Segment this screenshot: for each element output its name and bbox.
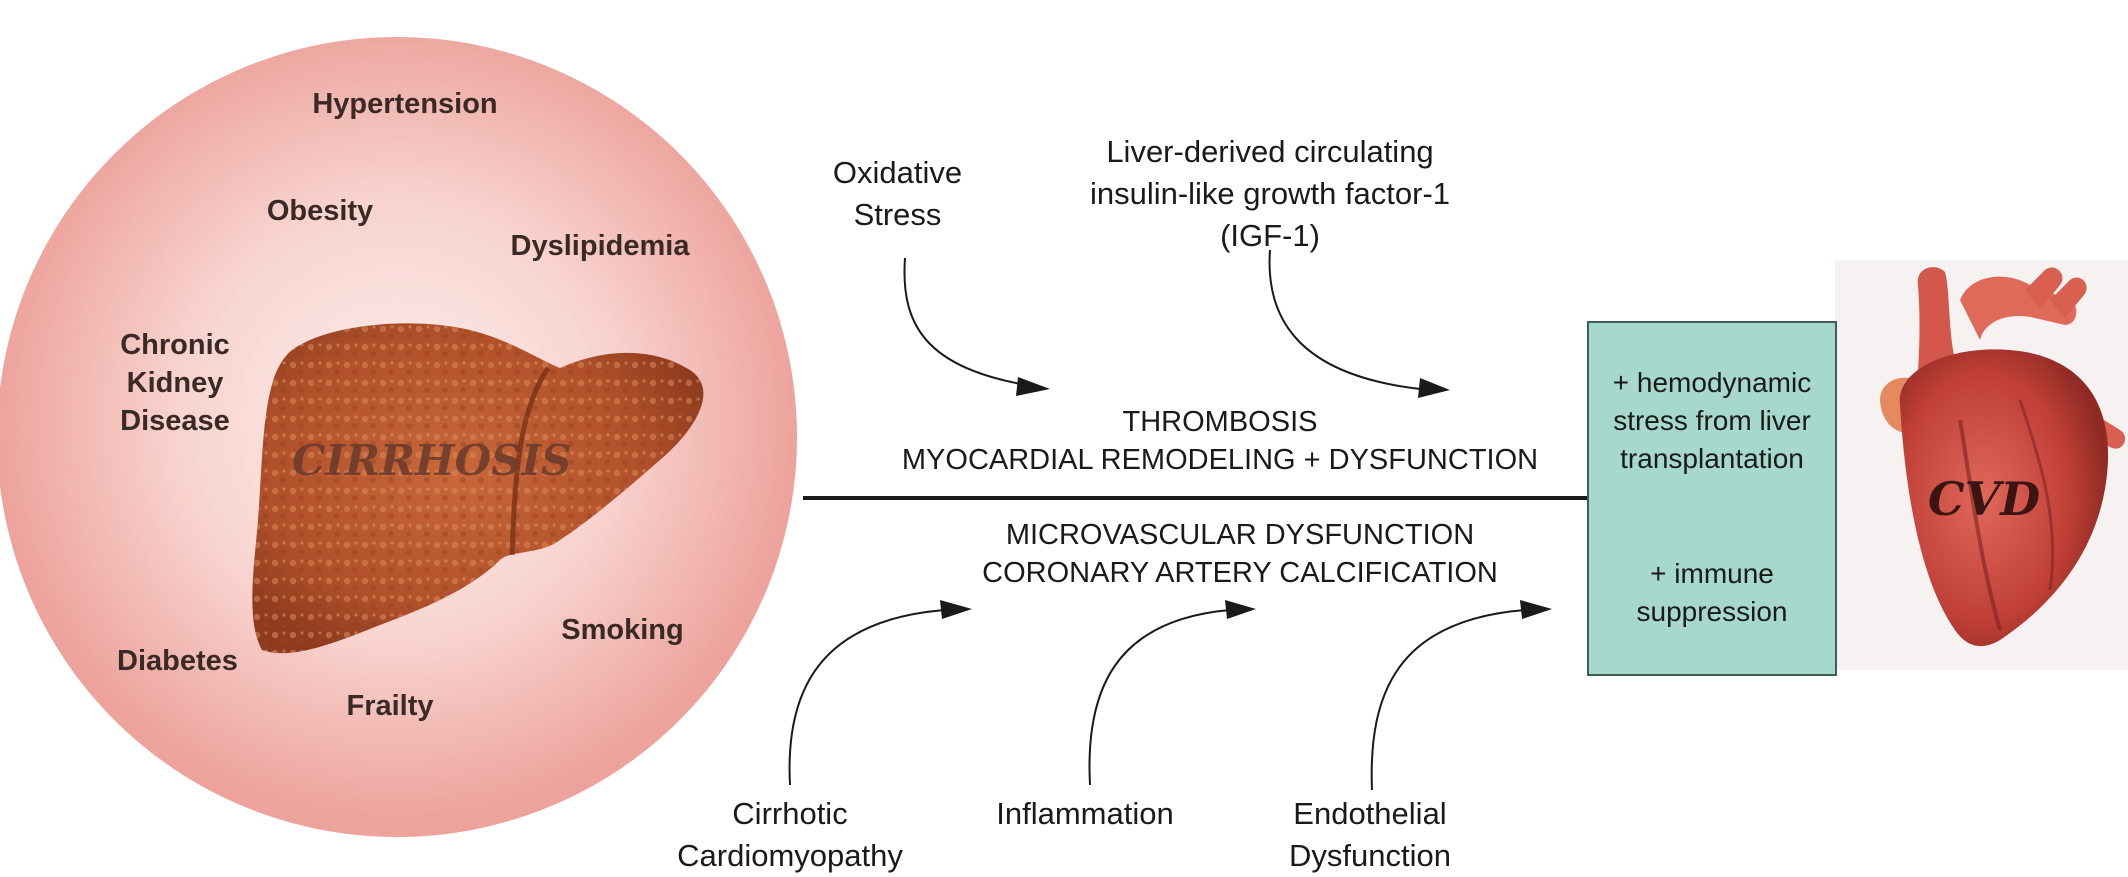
factor-igf1-line-2: insulin-like growth factor-1 (1089, 176, 1451, 211)
cirrhosis-label: CIRRHOSIS (292, 436, 572, 485)
factor-igf1-line-1: Liver-derived circulating (1106, 134, 1434, 169)
risk-frailty: Frailty (346, 690, 434, 722)
factor-cirrhotic-cardiomyopathy: Cirrhotic Cardiomyopathy (640, 793, 940, 877)
factor-igf1: Liver-derived circulating insulin-like g… (1060, 131, 1480, 257)
outcomes-above: THROMBOSIS MYOCARDIAL REMODELING + DYSFU… (860, 403, 1580, 479)
outcome-thrombosis: THROMBOSIS (1122, 406, 1318, 438)
liver-illustration (252, 323, 704, 654)
arrow-cirrhotic-cardiomyopathy (788, 609, 946, 786)
cvd-label: CVD (1928, 472, 2041, 526)
immune-line-2: suppression (1636, 596, 1788, 627)
transplant-immune-suppression: + immune suppression (1588, 555, 1836, 631)
factor-oxidative-stress: Oxidative Stress (805, 152, 990, 236)
factor-endothelial-line-1: Endothelial (1293, 796, 1447, 831)
arrow-endothelial-dysfunction (1370, 609, 1526, 791)
arrow-oxidative-stress-head (1016, 377, 1050, 396)
transplant-line-2: stress from liver (1613, 405, 1811, 436)
factor-oxidative-stress-line-2: Stress (853, 197, 942, 232)
risk-smoking: Smoking (561, 614, 684, 646)
arrow-endothelial-dysfunction-head (1520, 600, 1552, 619)
risk-ckd-line-2: Kidney (126, 367, 224, 399)
factor-inflammation: Inflammation (996, 796, 1174, 831)
factor-cirrhotic-line-2: Cardiomyopathy (677, 838, 903, 873)
risk-diabetes: Diabetes (117, 645, 238, 677)
factor-cirrhotic-line-1: Cirrhotic (732, 796, 848, 831)
risk-ckd-line-3: Disease (120, 405, 230, 437)
risk-ckd-line-1: Chronic (120, 329, 230, 361)
risk-dyslipidemia: Dyslipidemia (510, 230, 690, 262)
arrow-oxidative-stress (903, 257, 1046, 389)
transplant-line-3: transplantation (1620, 443, 1804, 474)
arrow-inflammation (1088, 609, 1231, 786)
risk-obesity: Obesity (266, 195, 374, 227)
transplant-line-1: + hemodynamic (1612, 367, 1812, 398)
outcomes-below: MICROVASCULAR DYSFUNCTION CORONARY ARTER… (880, 516, 1600, 592)
risk-hypertension: Hypertension (312, 88, 498, 120)
arrow-inflammation-head (1225, 600, 1256, 619)
outcome-coronary-artery-calcification: CORONARY ARTERY CALCIFICATION (982, 557, 1498, 589)
immune-line-1: + immune (1650, 558, 1774, 589)
factor-endothelial-line-2: Dysfunction (1289, 838, 1451, 873)
arrow-cirrhotic-cardiomyopathy-head (940, 600, 972, 619)
arrow-igf1-head (1418, 378, 1450, 398)
factor-endothelial-dysfunction: Endothelial Dysfunction (1240, 793, 1500, 877)
outcome-microvascular-dysfunction: MICROVASCULAR DYSFUNCTION (1005, 519, 1475, 551)
arrow-igf1 (1268, 249, 1421, 390)
transplant-hemodynamic-stress: + hemodynamic stress from liver transpla… (1588, 364, 1836, 478)
outcome-myocardial-remodeling: MYOCARDIAL REMODELING + DYSFUNCTION (901, 444, 1539, 476)
heart-illustration (1880, 267, 2126, 647)
factor-oxidative-stress-line-1: Oxidative (832, 155, 963, 190)
risk-chronic-kidney-disease: Chronic Kidney Disease (95, 326, 255, 440)
factor-igf1-line-3: (IGF-1) (1220, 218, 1320, 253)
transplant-box (1587, 321, 1837, 676)
